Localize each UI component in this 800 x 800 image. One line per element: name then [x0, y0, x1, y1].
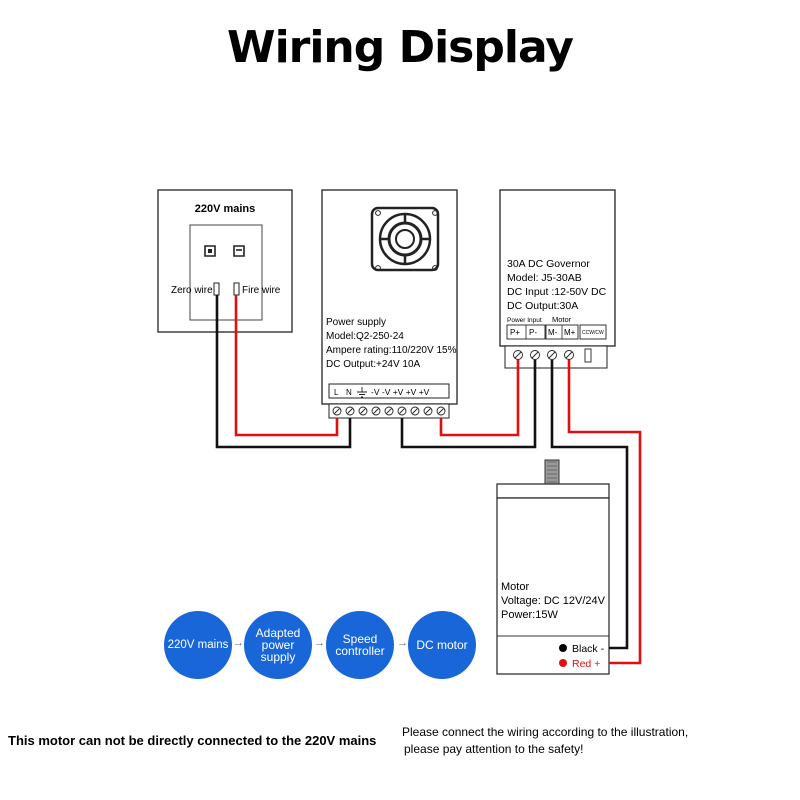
ps-line3: Ampere rating:110/220V 15%: [326, 345, 457, 356]
gov-ccw-label: CCW/CW: [582, 330, 604, 336]
flow-step-sc-text-1: Speed: [342, 632, 378, 646]
ps-terminal-screws: [332, 406, 446, 416]
flow-step-power-supply: Adapted power supply: [244, 611, 312, 679]
red-terminal-dot: [559, 659, 567, 667]
gov-line4: DC Output:30A: [507, 300, 578, 312]
safety-note-line2: please pay attention to the safety!: [404, 742, 584, 756]
gov-line1: 30A DC Governor: [507, 258, 590, 270]
page-title: Wiring Display: [227, 22, 574, 73]
flow-step-ps-text-2: power: [261, 638, 295, 652]
warning-text: This motor can not be directly connected…: [8, 733, 377, 748]
safety-note: Please connect the wiring according to t…: [402, 724, 688, 758]
gov-m-minus: M-: [548, 328, 558, 337]
flow-step-ps-text-3: supply: [260, 650, 296, 664]
motor-black-label: Black -: [572, 643, 605, 655]
safety-note-line1: Please connect the wiring according to t…: [402, 725, 689, 739]
ps-line4: DC Output:+24V 10A: [326, 359, 421, 370]
wall-socket: 220V mains Zero wire Fire wire: [157, 189, 293, 333]
gov-power-input-label: Power Input: [507, 317, 542, 324]
flow-step-ps-text-1: Adapted: [255, 626, 301, 640]
wire-ps-pos: [439, 360, 520, 437]
gov-p-plus: P+: [510, 328, 520, 337]
dc-governor: 30A DC Governor Model: J5-30AB DC Input …: [499, 189, 616, 369]
wire-motor-pos: [567, 360, 642, 665]
motor-red-label: Red +: [572, 658, 600, 670]
gov-motor-label: Motor: [552, 315, 572, 324]
fire-wire-label: Fire wire: [242, 285, 281, 296]
dc-motor: Motor Voltage: DC 12V/24V Power:15W Blac…: [496, 459, 610, 675]
outlet-icon: [204, 245, 245, 257]
wire-ps-neg: [400, 360, 537, 449]
ground-icon: [357, 387, 367, 398]
zero-wire-label: Zero wire: [171, 285, 213, 296]
black-terminal-dot: [559, 644, 567, 652]
flow-step-speed-controller: Speed controller: [326, 611, 394, 679]
flow-step-dc-motor: DC motor: [408, 611, 476, 679]
gov-line3: DC Input :12-50V DC: [507, 286, 607, 298]
gov-p-minus: P-: [529, 328, 537, 337]
ps-l-label: L: [334, 388, 339, 397]
wire-fire: [234, 295, 339, 437]
motor-line3: Power:15W: [501, 609, 558, 621]
wire-motor-neg: [550, 360, 629, 650]
ps-n-label: N: [346, 388, 352, 397]
flow-step-sc-text-2: controller: [335, 644, 385, 658]
fan-icon: [370, 206, 440, 272]
flow-step-motor-text: DC motor: [416, 638, 468, 652]
gov-line2: Model: J5-30AB: [507, 272, 582, 284]
wires: [215, 295, 642, 665]
wire-zero: [215, 295, 352, 449]
socket-label: 220V mains: [195, 203, 256, 215]
flow-arrow-icon: →: [397, 637, 408, 649]
ps-line1: Power supply: [326, 317, 386, 328]
motor-line1: Motor: [501, 581, 529, 593]
ps-line2: Model:Q2-250-24: [326, 331, 404, 342]
flow-arrow-icon: →: [314, 637, 325, 649]
motor-line2: Voltage: DC 12V/24V: [501, 595, 606, 607]
flow-step-mains: 220V mains: [164, 611, 232, 679]
gov-m-plus: M+: [564, 328, 576, 337]
power-supply: Power supply Model:Q2-250-24 Ampere rati…: [321, 189, 458, 419]
flow-step-mains-text: 220V mains: [167, 639, 229, 651]
ps-terminal-labels: -V -V +V +V +V: [371, 387, 430, 397]
flow-arrow-icon: →: [233, 637, 244, 649]
gov-terminal-screws: [513, 348, 592, 363]
